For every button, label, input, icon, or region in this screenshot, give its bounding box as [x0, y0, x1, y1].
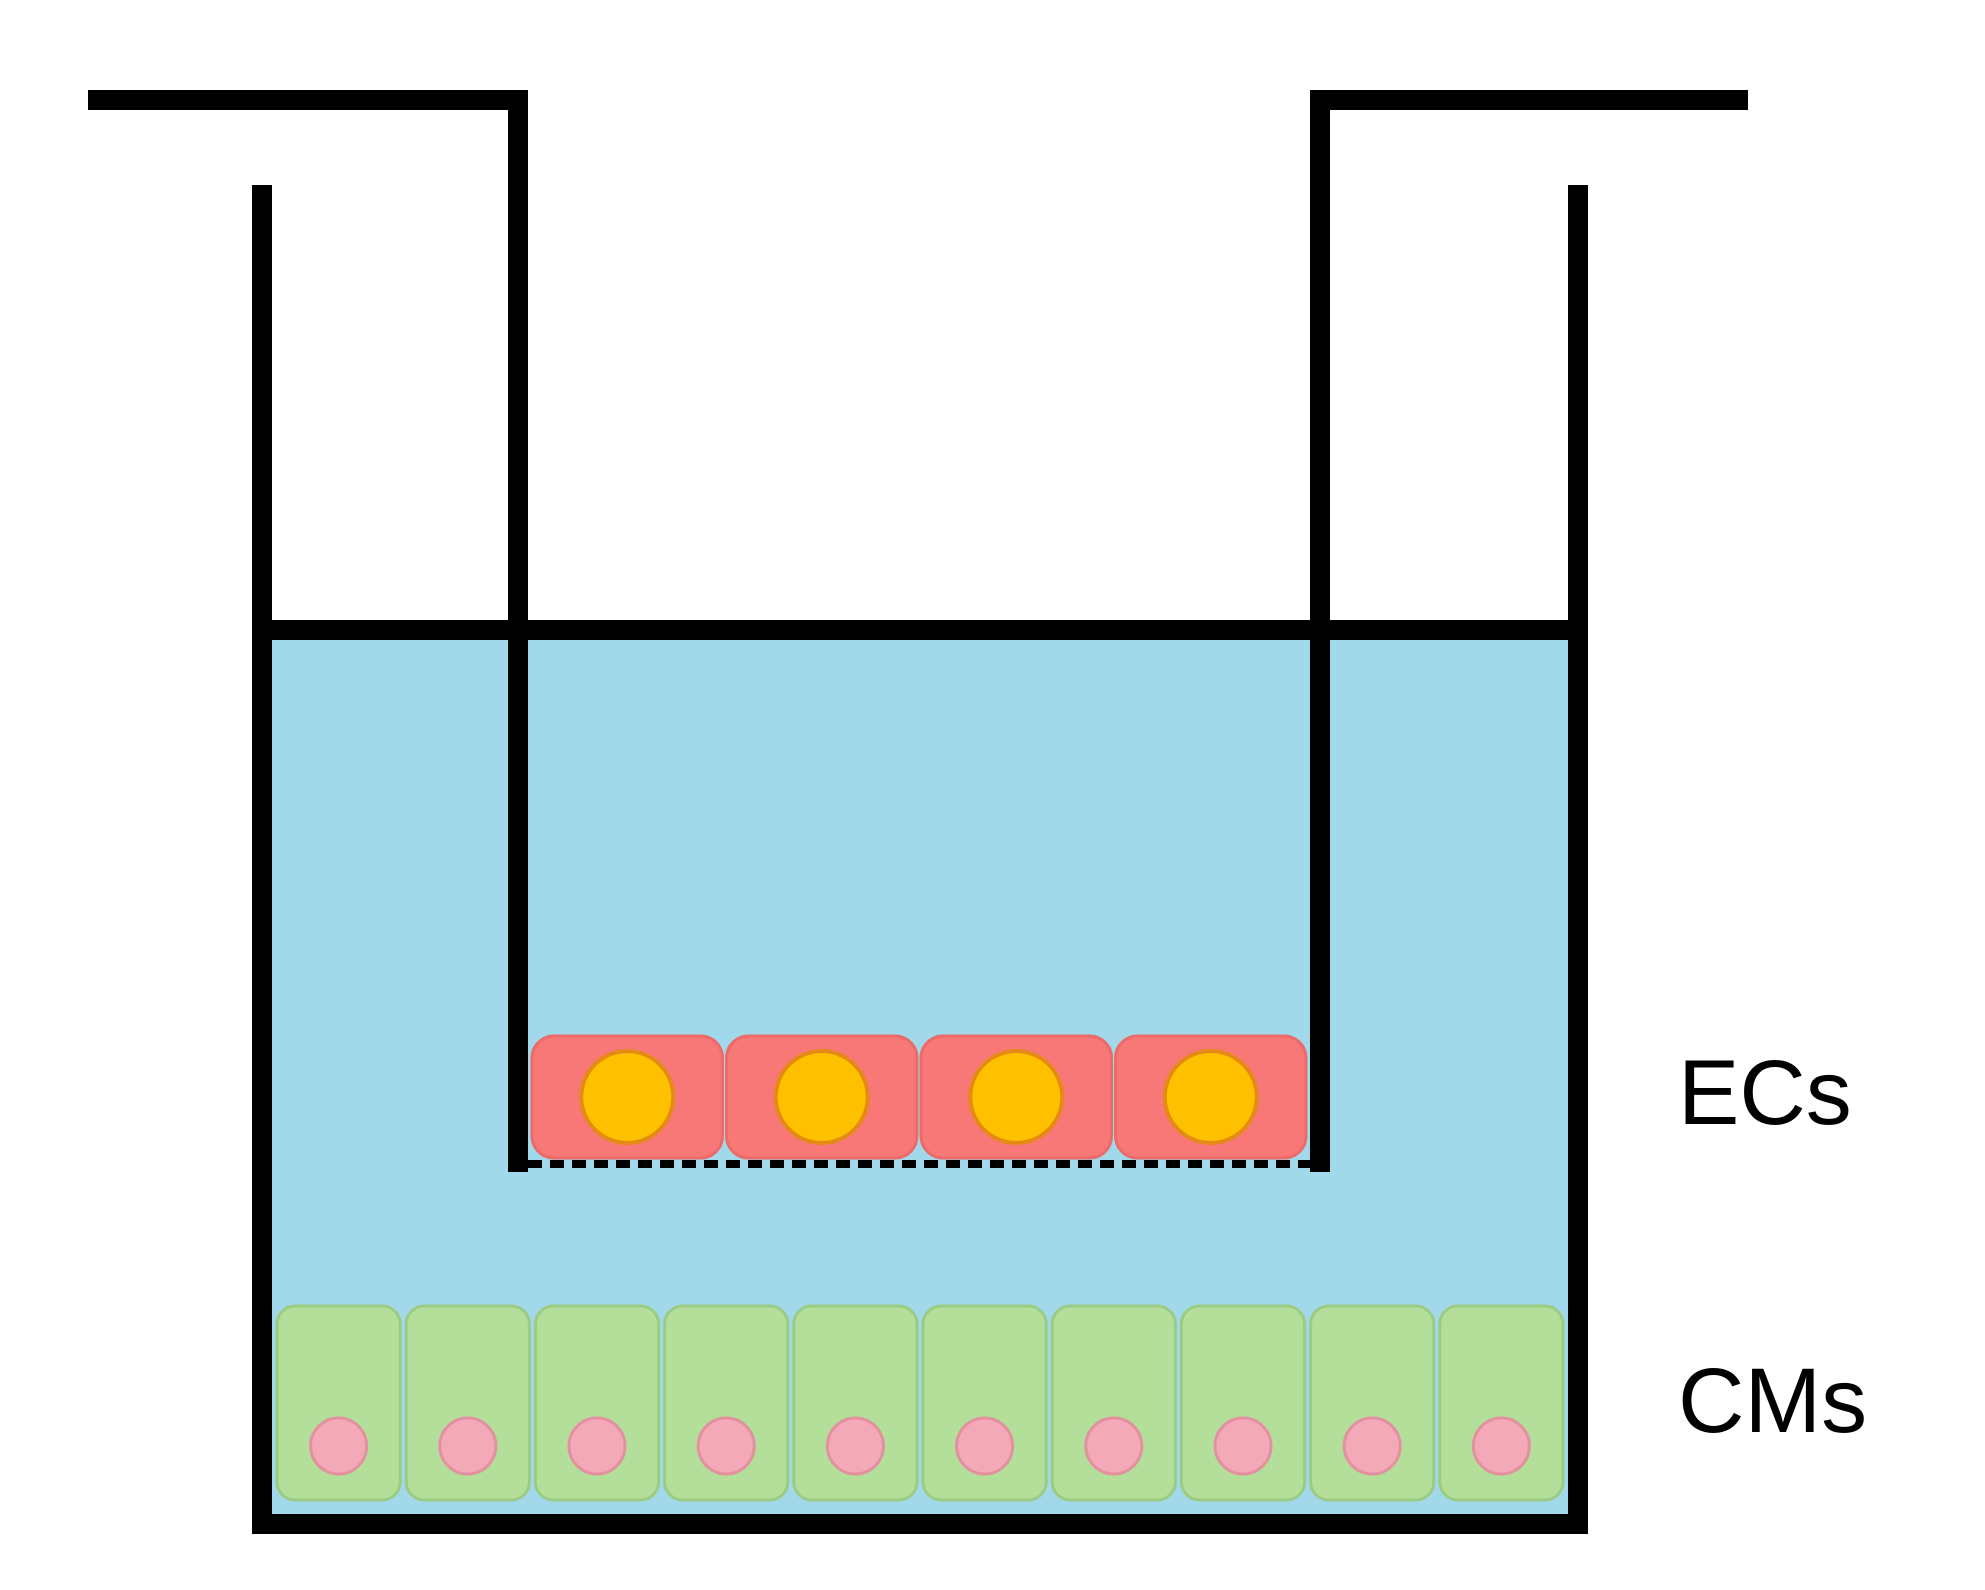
- cm-cell: [1309, 1304, 1436, 1502]
- cm-cell: [792, 1304, 919, 1502]
- cm-cell: [1050, 1304, 1177, 1502]
- ec-nucleus: [1162, 1049, 1259, 1145]
- cm-nucleus: [825, 1416, 885, 1476]
- cm-cell: [275, 1304, 402, 1502]
- insert-right-wall: [1310, 90, 1748, 1172]
- cm-nucleus: [1471, 1416, 1531, 1476]
- cm-nucleus: [438, 1416, 498, 1476]
- cm-nucleus: [567, 1416, 627, 1476]
- insert-left-wall: [88, 90, 528, 1172]
- outer-well-wall: [252, 185, 1588, 1534]
- ec-cell: [725, 1034, 919, 1160]
- cm-cell: [921, 1304, 1048, 1502]
- ec-layer-label: ECs: [1678, 1042, 1852, 1144]
- cm-cell: [1438, 1304, 1565, 1502]
- ec-cell: [1114, 1034, 1308, 1160]
- ec-cell: [530, 1034, 724, 1160]
- ec-cell: [919, 1034, 1113, 1160]
- cm-nucleus: [309, 1416, 369, 1476]
- cm-cell: [1179, 1304, 1307, 1502]
- cm-nucleus: [1213, 1416, 1273, 1476]
- cm-cell: [533, 1304, 661, 1502]
- cm-cell: [404, 1304, 531, 1502]
- cm-nucleus: [1342, 1416, 1402, 1476]
- ec-nucleus: [773, 1049, 870, 1145]
- cm-nucleus: [1084, 1416, 1144, 1476]
- cm-nucleus: [955, 1416, 1015, 1476]
- cm-nucleus: [696, 1416, 756, 1476]
- ec-nucleus: [579, 1049, 676, 1145]
- cm-layer-label: CMs: [1678, 1350, 1868, 1452]
- ec-cell-layer: [530, 1034, 1308, 1160]
- cm-cell: [663, 1304, 790, 1502]
- cm-cell-layer: [275, 1304, 1565, 1502]
- ec-nucleus: [968, 1049, 1065, 1145]
